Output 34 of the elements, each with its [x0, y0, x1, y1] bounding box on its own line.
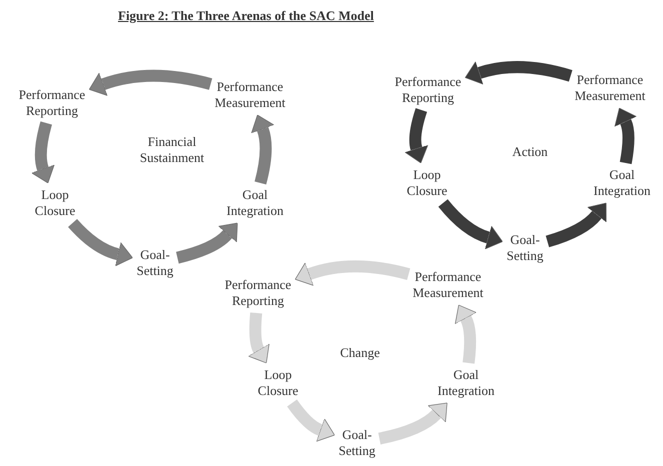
figure-title: Figure 2: The Three Arenas of the SAC Model	[118, 7, 374, 25]
curved-arrow	[438, 199, 503, 250]
cycle-name: Financial Sustainment	[140, 134, 204, 166]
step-label: Goal-Setting	[136, 247, 174, 279]
step-label: Performance Measurement	[412, 269, 484, 301]
curved-arrow	[614, 107, 638, 164]
curved-arrow	[31, 121, 55, 184]
step-label: Performance Measurement	[574, 72, 646, 104]
curved-arrow	[250, 114, 274, 184]
cycle-name: Change	[340, 345, 380, 361]
step-label: Goal Integration	[226, 187, 284, 219]
curved-arrow	[464, 61, 572, 85]
curved-arrow	[248, 312, 270, 364]
step-label: Goal Integration	[593, 167, 651, 199]
step-label: Performance Reporting	[18, 87, 86, 119]
curved-arrow	[287, 400, 335, 442]
curved-arrow	[68, 218, 133, 266]
step-label: Loop Closure	[34, 187, 76, 219]
step-label: Goal-Setting	[506, 232, 544, 264]
cycle-name: Action	[512, 144, 548, 160]
curved-arrow	[294, 260, 410, 286]
curved-arrow	[88, 70, 212, 96]
step-label: Performance Reporting	[394, 74, 462, 106]
curved-arrow	[404, 108, 428, 164]
curved-arrow	[454, 304, 477, 364]
curved-arrow	[546, 203, 607, 248]
curved-arrow	[176, 223, 238, 264]
step-label: Loop Closure	[258, 367, 298, 399]
step-label: Goal-Setting	[338, 427, 376, 459]
step-label: Goal Integration	[437, 367, 495, 399]
curved-arrow	[378, 403, 448, 444]
step-label: Performance Measurement	[214, 79, 286, 111]
step-label: Performance Reporting	[224, 277, 292, 309]
step-label: Loop Closure	[406, 167, 448, 199]
